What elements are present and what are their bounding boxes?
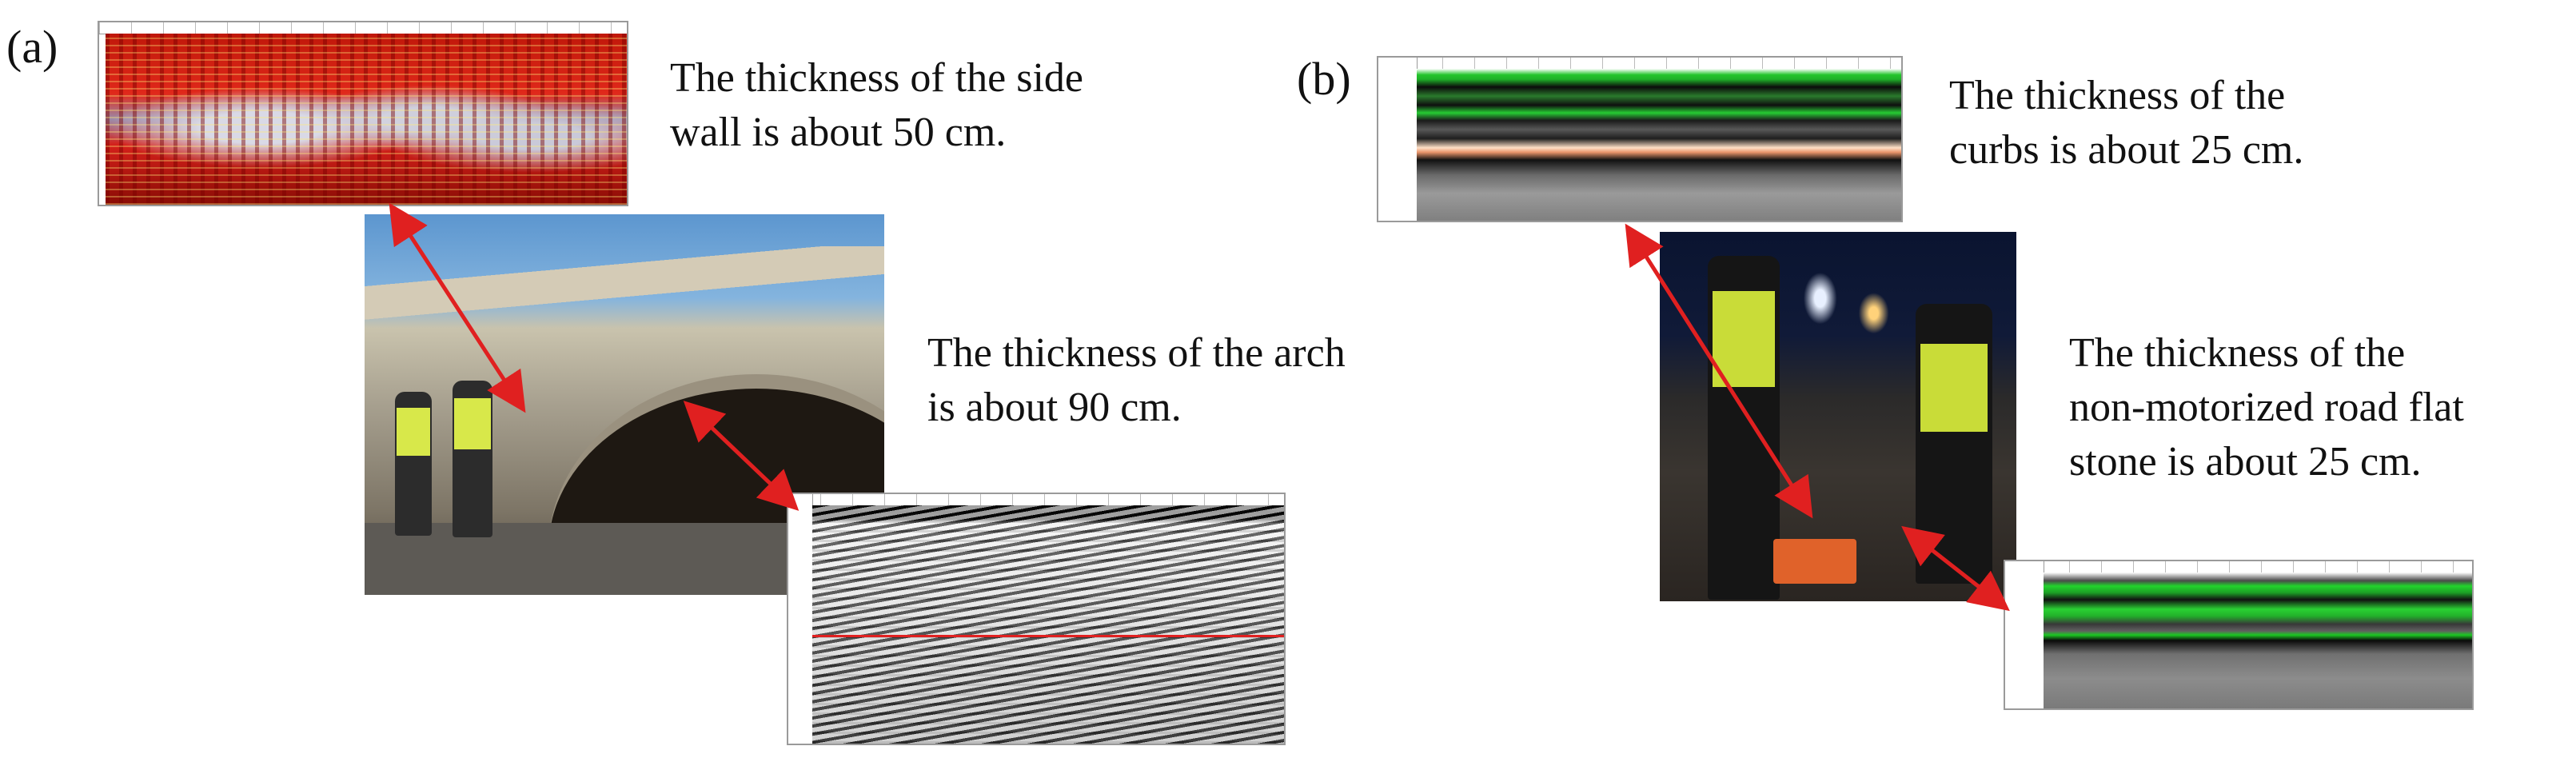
arch-interface-line xyxy=(812,635,1284,637)
arch-radargram xyxy=(787,493,1286,745)
side-wall-caption-line1: The thickness of the side xyxy=(670,55,1083,101)
arch-caption-line1: The thickness of the arch xyxy=(927,330,1346,376)
panel-label-a: (a) xyxy=(6,21,58,73)
radargram-depth-axis xyxy=(1378,58,1418,221)
radargram-depth-axis xyxy=(788,494,813,744)
flat-stone-caption-line2: non-motorized road flat xyxy=(2069,385,2464,430)
radargram-ruler xyxy=(788,494,1284,506)
side-wall-caption-line2: wall is about 50 cm. xyxy=(670,110,1007,155)
side-wall-radargram xyxy=(98,21,628,206)
curbs-caption-line2: curbs is about 25 cm. xyxy=(1949,127,2304,173)
radargram-image xyxy=(812,505,1284,744)
arch-caption: The thickness of the arch is about 90 cm… xyxy=(927,326,1346,435)
radargram-ruler xyxy=(99,22,627,34)
curbs-caption-line1: The thickness of the xyxy=(1949,73,2286,118)
flat-stone-radargram xyxy=(2004,560,2474,710)
surveyor-2-vest xyxy=(454,398,491,449)
radargram-image xyxy=(2044,572,2472,708)
radargram-image xyxy=(1417,69,1901,221)
bridge-railing xyxy=(365,246,884,334)
gpr-cart xyxy=(1773,539,1856,584)
panel-label-b: (b) xyxy=(1297,53,1351,105)
curbs-radargram xyxy=(1377,56,1903,222)
arch-caption-line2: is about 90 cm. xyxy=(927,385,1182,430)
radargram-ruler xyxy=(2005,561,2472,573)
street-survey-photo xyxy=(1660,232,2016,601)
side-wall-caption: The thickness of the side wall is about … xyxy=(670,51,1083,160)
radargram-ruler xyxy=(1378,58,1901,70)
flat-stone-caption-line3: stone is about 25 cm. xyxy=(2069,439,2422,485)
surveyor-2-vest xyxy=(1920,344,1988,432)
radargram-depth-axis xyxy=(2005,561,2044,708)
flat-stone-caption-line1: The thickness of the xyxy=(2069,330,2406,376)
surveyor-1-vest xyxy=(397,408,430,456)
surveyor-1-vest xyxy=(1713,291,1775,387)
flat-stone-caption: The thickness of the non-motorized road … xyxy=(2069,326,2464,489)
curbs-caption: The thickness of the curbs is about 25 c… xyxy=(1949,69,2303,178)
radargram-image xyxy=(106,34,627,205)
